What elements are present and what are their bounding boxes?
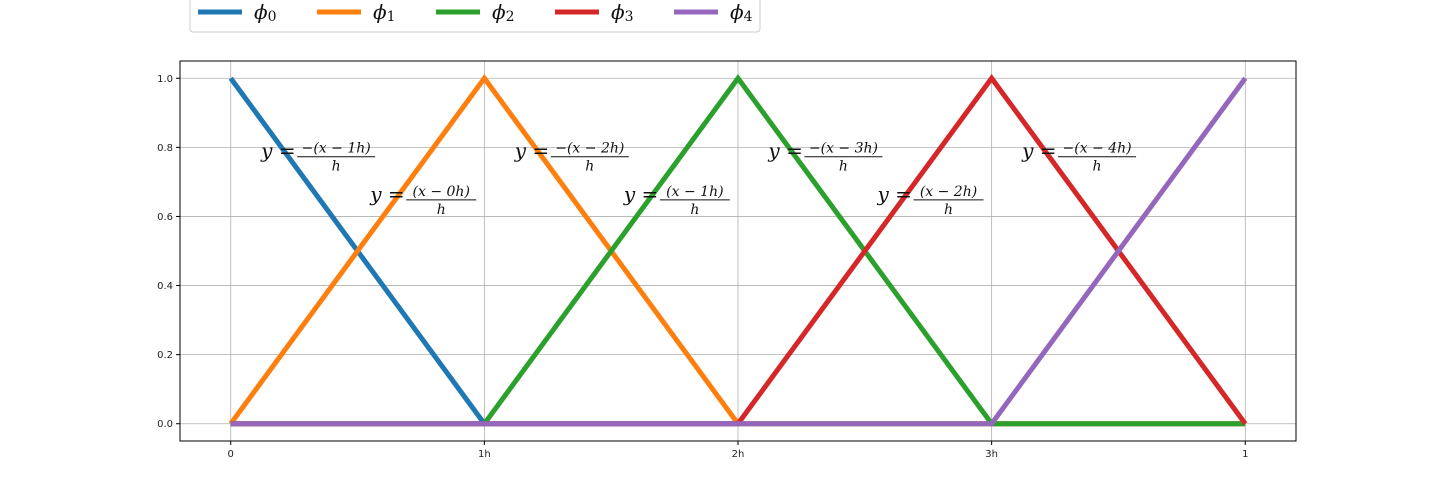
x-tick-label: 1h (478, 449, 491, 460)
formula-lhs: y = (1021, 139, 1056, 163)
formula-lhs: y = (369, 182, 404, 206)
formula-annotation: y = (x − 2h) h (877, 182, 984, 218)
legend-box (189, 0, 761, 33)
formula-denominator: h (437, 202, 446, 218)
legend-subscript: 0 (268, 9, 277, 25)
formula-lhs: y = (767, 139, 802, 163)
y-tick-label: 0.0 (157, 419, 173, 430)
formula-numerator: −(x − 3h) (809, 141, 878, 157)
formula-lhs: y = (623, 182, 658, 206)
y-tick-label: 0.2 (157, 350, 173, 361)
formula-annotation: y = −(x − 4h) h (1021, 139, 1137, 175)
y-tick-label: 0.8 (157, 143, 173, 154)
legend-subscript: 4 (744, 9, 753, 25)
x-tick-label: 3h (985, 449, 998, 460)
y-axis-ticks: 0.0 0.2 0.4 0.6 0.8 1.0 (157, 74, 180, 430)
annotations: y =−(x − 1h)hy =(x − 0h)hy =−(x − 2h)hy … (260, 139, 1137, 218)
y-tick-label: 0.4 (157, 281, 173, 292)
formula-numerator: −(x − 2h) (555, 141, 624, 157)
formula-numerator: (x − 0h) (413, 184, 470, 200)
formula-denominator: h (585, 159, 594, 175)
formula-numerator: −(x − 1h) (302, 141, 371, 157)
grid-lines (180, 61, 1296, 441)
formula-denominator: h (1093, 159, 1102, 175)
legend-subscript: 1 (387, 9, 396, 25)
formula-annotation: y = (x − 0h) h (369, 182, 477, 218)
formula-denominator: h (944, 202, 953, 218)
formula-numerator: (x − 2h) (920, 184, 977, 200)
formula-lhs: y = (260, 139, 295, 163)
formula-annotation: y = (x − 1h) h (623, 182, 730, 218)
legend-subscript: 3 (625, 9, 634, 25)
formula-denominator: h (332, 159, 341, 175)
formula-denominator: h (690, 202, 699, 218)
formula-denominator: h (839, 159, 848, 175)
formula-annotation: y = −(x − 2h) h (514, 139, 629, 175)
y-tick-label: 1.0 (157, 74, 173, 85)
series-lines (228, 74, 1248, 427)
x-tick-label: 0 (228, 449, 234, 460)
x-tick-label: 2h (732, 449, 745, 460)
formula-numerator: (x − 1h) (666, 184, 723, 200)
formula-lhs: y = (877, 182, 912, 206)
formula-numerator: −(x − 4h) (1063, 141, 1132, 157)
x-tick-label: 1 (1242, 449, 1248, 460)
y-tick-label: 0.6 (157, 212, 173, 223)
formula-lhs: y = (514, 139, 549, 163)
formula-annotation: y = −(x − 3h) h (767, 139, 883, 175)
x-axis-ticks: 0 1h 2h 3h 1 (228, 441, 1248, 460)
formula-annotation: y = −(x − 1h) h (260, 139, 376, 175)
legend-subscript: 2 (506, 9, 515, 25)
series-line-phi-4 (230, 76, 1248, 427)
